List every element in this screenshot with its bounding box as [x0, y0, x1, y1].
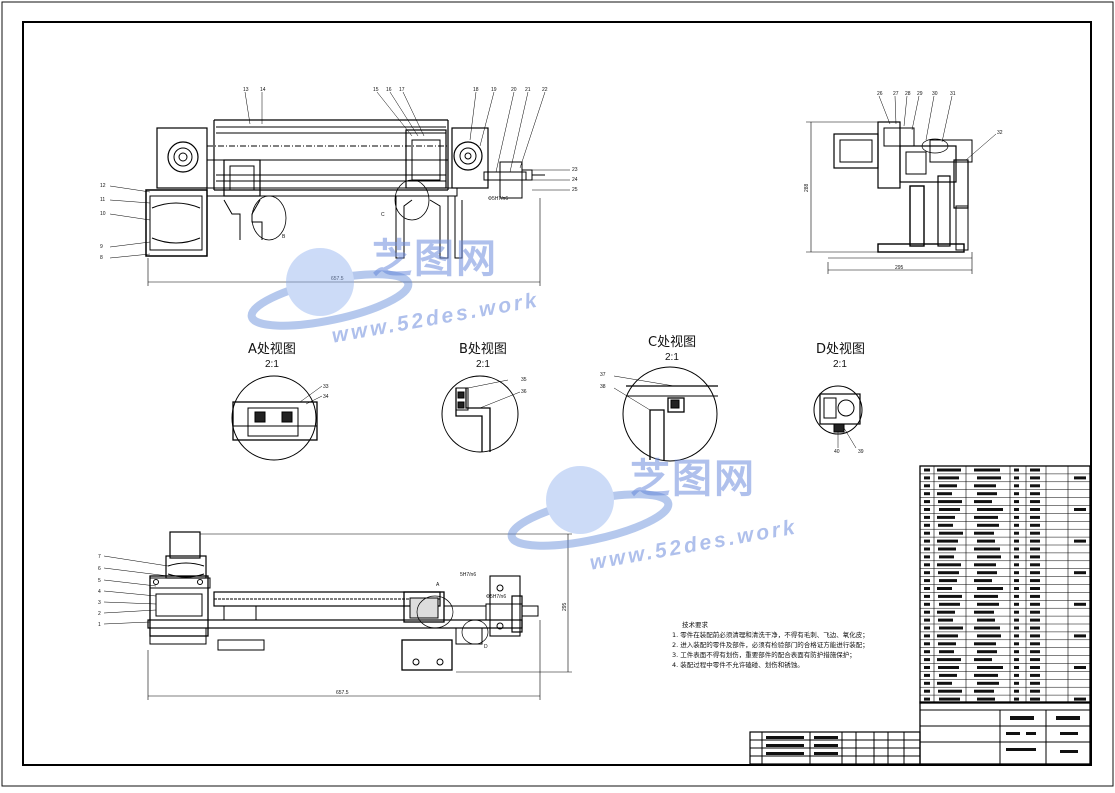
- callout-2: 2: [98, 611, 101, 617]
- callout-3: 3: [98, 600, 101, 606]
- side-base: [877, 243, 965, 253]
- detail-d: [813, 385, 863, 449]
- left-motor-block: [156, 127, 208, 189]
- detail-c-scale: 2:1: [665, 352, 679, 363]
- callout-29: 29: [917, 91, 923, 97]
- tech-note-4: 4. 装配过程中零件不允许磕碰、划伤和锈蚀。: [672, 661, 804, 669]
- callout-11: 11: [100, 197, 105, 203]
- inner-border: [22, 21, 1092, 766]
- top-view-labels: 657.5 295 5H7/n6 Φ5H7/n6 7 6 5 4 3 2 1 A…: [98, 554, 568, 696]
- callout-27: 27: [893, 91, 899, 97]
- callout-37: 37: [600, 372, 606, 378]
- top-base-rail: [147, 619, 523, 629]
- top-carriage: [401, 639, 453, 671]
- callout-31: 31: [950, 91, 956, 97]
- detail-d-scale: 2:1: [833, 359, 847, 370]
- detail-c: [613, 366, 718, 462]
- callout-39: 39: [858, 449, 864, 455]
- callout-34: 34: [323, 394, 329, 400]
- tech-note-3: 3. 工件表面不得有划伤，重要部件的配合表面有防护措施保护；: [672, 651, 856, 659]
- callout-32: 32: [997, 130, 1003, 136]
- callout-35: 35: [521, 377, 527, 383]
- watermark-text-2: 芝图网: [630, 456, 756, 502]
- dim-top-width: 657.5: [336, 690, 349, 696]
- callout-1: 1: [98, 622, 101, 628]
- callout-8: 8: [100, 255, 103, 261]
- callout-38: 38: [600, 384, 606, 390]
- detail-b-circle: [441, 375, 519, 453]
- callout-26: 26: [877, 91, 883, 97]
- detail-a-scale: 2:1: [265, 359, 279, 370]
- detail-a: [231, 375, 323, 461]
- callout-13: 13: [243, 87, 249, 93]
- bom-table: [766, 465, 1091, 755]
- side-view: [806, 95, 997, 274]
- tech-note-1: 1. 零件在装配前必须清理和清洗干净，不得有毛刺、飞边、氧化皮；: [672, 631, 869, 639]
- callout-19: 19: [491, 87, 497, 93]
- side-column: [909, 185, 925, 247]
- callout-14: 14: [260, 87, 266, 93]
- detail-a-title: A处视图: [248, 342, 296, 357]
- right-pulley-block: [451, 127, 489, 189]
- callout-10: 10: [100, 211, 106, 217]
- mark-b: B: [282, 234, 286, 240]
- callout-16: 16: [386, 87, 392, 93]
- callout-25: 25: [572, 187, 578, 193]
- side-view-labels: 295 288 26 27 28 29 30 31 32: [804, 91, 1003, 271]
- callout-28: 28: [905, 91, 911, 97]
- fit-annotation-1: Φ5H7/n6: [488, 196, 508, 202]
- callout-15: 15: [373, 87, 379, 93]
- callout-40: 40: [834, 449, 840, 455]
- dim-front-width: 657.5: [331, 276, 344, 282]
- left-carriage: [223, 159, 261, 197]
- dim-side-height: 288: [804, 183, 810, 192]
- callout-9: 9: [100, 244, 103, 250]
- detail-circle-b: [251, 195, 287, 241]
- mark-c: C: [381, 212, 385, 218]
- fit-annotation-2: 5H7/n6: [460, 572, 476, 578]
- callout-20: 20: [511, 87, 517, 93]
- dim-side-width: 295: [895, 265, 904, 271]
- callout-12: 12: [100, 183, 106, 189]
- front-view-labels: 657.5 Φ5H7/n6 13 14 15 16 17 18 19 20 21…: [100, 87, 578, 282]
- callout-17: 17: [399, 87, 405, 93]
- detail-d-title: D处视图: [816, 342, 866, 357]
- callout-24: 24: [572, 177, 578, 183]
- callout-7: 7: [98, 554, 101, 560]
- detail-b: [441, 375, 521, 453]
- callout-30: 30: [932, 91, 938, 97]
- front-view: [109, 91, 570, 286]
- detail-c-circle: [622, 366, 718, 462]
- mark-a: A: [436, 582, 440, 588]
- callout-6: 6: [98, 566, 101, 572]
- callout-36: 36: [521, 389, 527, 395]
- detail-circle-c: [394, 179, 430, 221]
- technical-requirements: 技术要求 1. 零件在装配前必须清理和清洗干净，不得有毛刺、飞边、氧化皮； 2.…: [672, 620, 912, 670]
- side-motor: [833, 133, 879, 169]
- callout-22: 22: [542, 87, 548, 93]
- title-block: [749, 701, 1091, 765]
- callout-23: 23: [572, 167, 578, 173]
- watermark-text-1: 芝图网: [372, 236, 498, 282]
- detail-b-title: B处视图: [459, 342, 507, 357]
- callout-18: 18: [473, 87, 479, 93]
- callout-21: 21: [525, 87, 531, 93]
- detail-b-scale: 2:1: [476, 359, 490, 370]
- detail-a-circle: [231, 375, 317, 461]
- callout-5: 5: [98, 578, 101, 584]
- detail-c-title: C处视图: [648, 335, 697, 350]
- fit-annotation-3: Φ5H7/n6: [486, 594, 506, 600]
- tech-notes-heading: 技术要求: [682, 621, 708, 629]
- mark-d: D: [484, 644, 488, 650]
- left-motor-body: [145, 189, 208, 257]
- detail-labels: 33 34 35 36 37 38 40 39: [323, 372, 864, 455]
- tech-note-2: 2. 进入装配的零件及部件，必须有检验部门的合格证方能进行装配；: [672, 641, 869, 649]
- dim-top-height: 295: [562, 602, 568, 611]
- callout-4: 4: [98, 589, 101, 595]
- callout-33: 33: [323, 384, 329, 390]
- top-view: [103, 531, 572, 700]
